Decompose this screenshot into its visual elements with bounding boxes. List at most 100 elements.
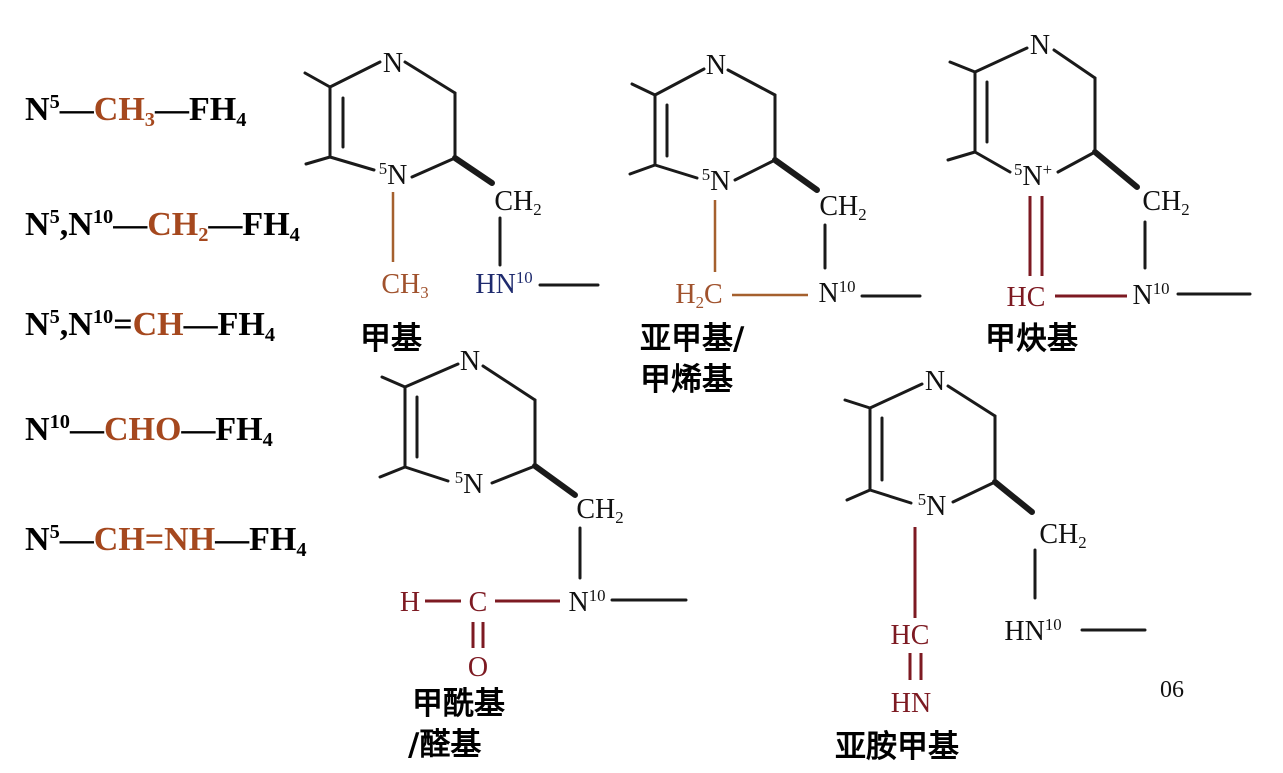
formula-n: N [25,306,50,343]
ring-bond [973,46,1029,74]
n10-superscript: 10 [588,585,606,605]
methenyl-structure-bonds [946,46,1252,298]
formula-n: N [25,521,50,558]
formula-n2-superscript: 10 [92,205,114,228]
formula-n-superscript: 5 [49,90,60,113]
formula-n2: ,N [59,206,93,243]
formula-n: N [25,91,50,128]
substituent-stub [378,465,407,479]
methyl-structure-bonds [303,60,600,287]
formula-4: N10—CHO—FH4 [25,411,273,451]
formimino-structure-bonds [843,382,1147,680]
n5-symbol: N [926,491,947,522]
ch2-subscript: 2 [1181,200,1190,220]
n10-atom: N10 [1132,278,1170,311]
ring-nitrogen: N [705,50,727,81]
methylene-label-line2: 甲烯基 [640,362,733,398]
ring-bond [653,67,706,97]
ch2-group: CH2 [1039,519,1087,553]
methenyl-carbon: HC [1006,282,1046,313]
formula-tail-subscript: 4 [296,539,307,562]
formimino-label: 亚胺甲基 [835,729,959,765]
formula-n-superscript: 5 [49,520,60,543]
ch2-subscript: 2 [615,508,624,528]
bold-bond [772,157,820,193]
ring-bond [733,158,777,182]
n5-superscript: 5 [378,158,388,178]
formula-one-carbon-group: CH=NH [93,521,216,558]
ring-bond [973,150,1012,174]
substituent-stub [303,71,332,89]
ch2-subscript: 2 [533,200,542,220]
n5-superscript: 5 [454,467,464,487]
n5-atom: 5N [454,467,484,499]
ch2-group: CH2 [576,494,624,528]
formula-group-subscript: 3 [144,109,155,132]
methyl-carbon: CH3 [381,271,428,301]
ring-nitrogen: N [924,366,946,397]
methyl-label: 甲基 [360,321,422,357]
formula-tail-subscript: 4 [264,324,276,347]
n10-atom: N10 [568,585,606,618]
ch2-text: CH [1039,519,1079,550]
ch2-text: CH [1142,186,1182,217]
ring-nitrogen: N [1029,30,1051,61]
methenyl-label: 甲炔基 [985,321,1078,357]
methylene-carbon: H2C [675,279,723,313]
ring-nitrogen: N [382,48,404,79]
n10-superscript: 10 [515,267,533,287]
ch2-group: CH2 [819,193,867,225]
substituent-stub [845,488,872,502]
ring-bond [653,163,699,180]
formula-one-carbon-group: CH3 [94,91,155,132]
formula-tail: —FH [181,411,263,448]
n5-symbol: N [387,160,408,191]
n10-superscript: 10 [838,276,856,296]
n5-superscript: 5 [917,489,927,509]
bold-bond [1092,149,1140,190]
n5-atom: 5N [702,166,731,197]
n5-atom: 5N [378,158,408,191]
ch2-text: CH [576,494,616,525]
ch2-group: CH2 [494,188,542,220]
ch2-group: CH2 [1142,186,1190,220]
bold-bond [992,479,1035,515]
ring-bond [726,68,777,97]
formula-5: N5—CH=NH—FH4 [25,520,307,561]
n10-superscript: 10 [1152,278,1170,298]
substituent-stub [630,82,657,97]
formula-tail: —FH [154,91,237,128]
n10-text: N [1132,280,1153,311]
ring-bond [403,60,457,95]
bold-bond [532,463,578,498]
formula-one-carbon-group: CH2 [147,206,208,246]
formula-tail: —FH [215,521,297,558]
formula-tail-subscript: 4 [262,429,273,452]
carbon-subscript: 2 [695,293,704,313]
formula-tail-subscript: 4 [236,109,247,132]
formula-tail: —FH [183,306,265,343]
n5-charge: + [1042,159,1053,179]
ring-bond [1056,150,1097,174]
n10-text: N [568,587,589,618]
formula-one-carbon-group: CH [132,306,184,343]
n5-symbol: N [710,166,731,197]
carbon-c: C [703,279,723,310]
n5-symbol: N [1022,161,1043,192]
n5-atom: 5N [917,489,947,522]
substituent-stub [948,60,977,74]
n10-atom: HN10 [1004,616,1061,647]
formula-n-superscript: 5 [49,205,60,228]
n10-atom: HN10 [475,267,533,300]
formula-1: N5—CH3—FH4 [25,90,246,132]
n10-text: HN [475,269,516,300]
formula-group-text: CH [147,206,199,243]
formula-n: N [25,411,50,448]
formula-n2-superscript: 10 [92,305,114,328]
formula-tail: —FH [208,206,290,243]
ch2-subscript: 2 [858,205,867,225]
n10-text: HN [1004,616,1045,647]
formula-link: — [113,206,148,243]
methylene-structure-bonds [628,67,922,298]
ch2-subscript: 2 [1078,533,1087,553]
